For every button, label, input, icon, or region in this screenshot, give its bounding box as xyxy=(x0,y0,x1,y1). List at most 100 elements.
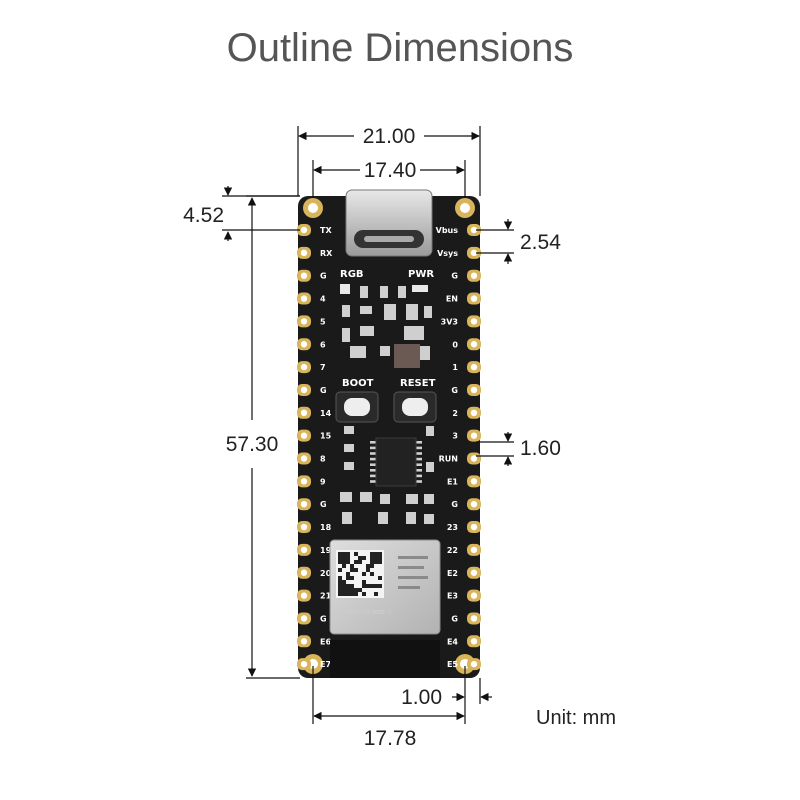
boot-label: BOOT xyxy=(342,378,374,389)
pin-pad-right xyxy=(467,566,481,579)
pin-pad-right xyxy=(467,452,481,465)
qr-cell xyxy=(358,588,362,592)
pin-pad-right xyxy=(467,406,481,419)
qr-cell xyxy=(338,576,342,580)
pin-label-right: 2 xyxy=(452,409,458,418)
qr-cell xyxy=(374,556,378,560)
reset-label: RESET xyxy=(400,378,436,389)
pin-label-right: E5 xyxy=(447,660,458,669)
qr-cell xyxy=(370,584,374,588)
pin-label-left: 20 xyxy=(320,569,332,578)
pin-pad-right xyxy=(467,635,481,648)
pin-label-left: 21 xyxy=(320,592,332,601)
pwr-led xyxy=(412,285,428,292)
page-title: Outline Dimensions xyxy=(226,26,574,70)
pin-label-left: 18 xyxy=(320,523,332,532)
ic-leg xyxy=(370,452,376,455)
qr-cell xyxy=(374,552,378,556)
pin-pad-left xyxy=(297,361,311,374)
qr-cell xyxy=(370,560,374,564)
dim-board-width: 21.00 xyxy=(363,125,416,148)
qr-cell xyxy=(362,572,366,576)
dim-pin-pitch: 2.54 xyxy=(520,231,561,254)
pcb-board: TXRXG4567G141589G18192021GE6E7VbusVsysGE… xyxy=(297,189,481,678)
qr-cell xyxy=(346,560,350,564)
pin-pad-right xyxy=(467,543,481,556)
pin-label-right: E4 xyxy=(447,637,458,646)
qr-cell xyxy=(350,584,354,588)
pin-label-right: EN xyxy=(446,295,458,304)
qr-cell xyxy=(370,552,374,556)
qr-cell xyxy=(378,552,382,556)
pin-pads xyxy=(297,224,481,671)
dimension-lines xyxy=(222,126,514,724)
pin-pad-right xyxy=(467,383,481,396)
pin-label-left: TX xyxy=(320,226,332,235)
qr-cell xyxy=(374,560,378,564)
ic-leg xyxy=(370,469,376,472)
qr-cell xyxy=(342,592,346,596)
qr-cell xyxy=(342,588,346,592)
pin-pad-right xyxy=(467,589,481,602)
qr-cell xyxy=(362,592,366,596)
qr-cell xyxy=(346,556,350,560)
dim-hole-offset-top: 4.52 xyxy=(183,204,224,227)
qr-cell xyxy=(350,592,354,596)
qr-cell xyxy=(342,552,346,556)
qr-cell xyxy=(366,568,370,572)
pin-label-left: RX xyxy=(320,249,333,258)
qr-cell xyxy=(354,552,358,556)
qr-cell xyxy=(342,560,346,564)
pin-pad-left xyxy=(297,406,311,419)
pin-pad-left xyxy=(297,475,311,488)
pin-pad-left xyxy=(297,224,311,236)
ic-leg xyxy=(416,480,422,483)
reset-button[interactable] xyxy=(393,391,437,423)
pin-pad-left xyxy=(297,498,311,511)
qr-cell xyxy=(342,556,346,560)
usb-c-connector xyxy=(345,189,433,257)
pin-pad-left xyxy=(297,658,311,671)
qr-cell xyxy=(366,584,370,588)
qr-cell xyxy=(350,588,354,592)
mounting-hole-top-left xyxy=(303,198,323,218)
ic-leg xyxy=(370,441,376,444)
pin-pad-right xyxy=(467,292,481,305)
pin-pad-left xyxy=(297,543,311,556)
pin-label-left: E6 xyxy=(320,637,331,646)
module-name: ESP32-C6-MINI-1 xyxy=(346,610,391,616)
qr-cell xyxy=(358,560,362,564)
pin-label-left: 19 xyxy=(320,546,332,555)
qr-cell xyxy=(354,568,358,572)
ic-leg xyxy=(416,463,422,466)
pin-label-left: 14 xyxy=(320,409,332,418)
ic-leg xyxy=(416,457,422,461)
ic-leg xyxy=(370,474,376,478)
qr-cell xyxy=(354,560,358,564)
pin-pad-left xyxy=(297,612,311,625)
pin-pad-right xyxy=(467,269,481,282)
pin-pad-right xyxy=(467,658,481,671)
qr-cell xyxy=(346,584,350,588)
pin-label-right: 1 xyxy=(452,363,458,372)
mounting-hole-top-right xyxy=(455,198,475,218)
boot-button[interactable] xyxy=(335,391,379,423)
pin-label-left: 5 xyxy=(320,317,326,326)
pin-label-left: 8 xyxy=(320,455,326,464)
qr-cell xyxy=(346,592,350,596)
qr-cell xyxy=(358,556,362,560)
pin-label-right: 22 xyxy=(447,546,458,555)
pin-label-right: E3 xyxy=(447,592,458,601)
pin-pad-left xyxy=(297,292,311,305)
qr-cell xyxy=(346,576,350,580)
qr-cell xyxy=(338,556,342,560)
dim-hole-diameter: 1.60 xyxy=(520,437,561,460)
pin-label-left: 4 xyxy=(320,295,326,304)
qr-cell xyxy=(370,572,374,576)
dim-hole-edge-offset: 1.00 xyxy=(401,686,442,709)
pin-label-right: G xyxy=(451,272,458,281)
pin-label-right: Vsys xyxy=(437,249,458,258)
qr-cell xyxy=(346,552,350,556)
pin-pad-right xyxy=(467,246,481,259)
